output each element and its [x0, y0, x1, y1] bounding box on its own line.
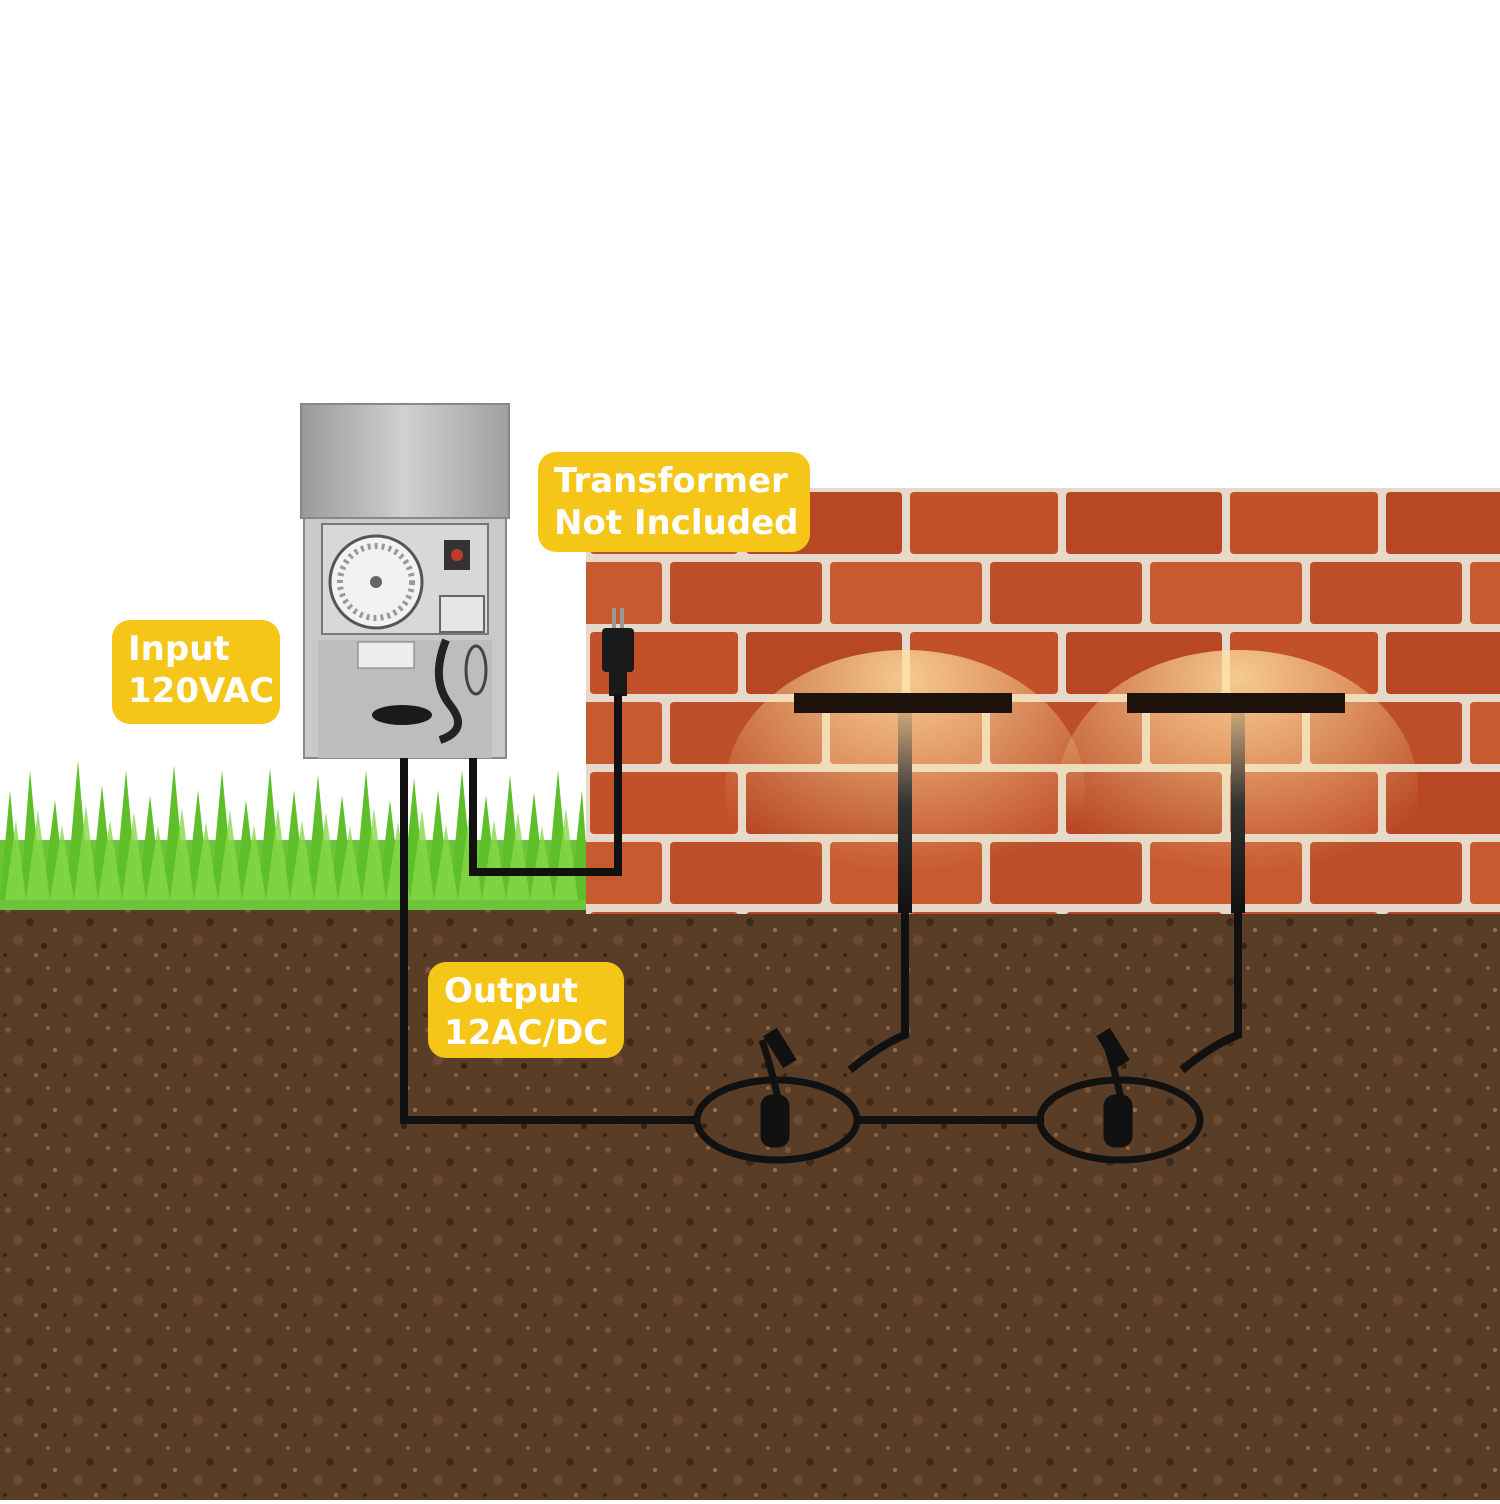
brick-wall	[586, 488, 1500, 930]
soil	[0, 900, 1500, 1500]
wiring	[400, 694, 1242, 1124]
spotlight-fixture-icon	[693, 1027, 861, 1164]
wall-light-bar-icon	[794, 693, 1012, 913]
input-label-line2: 120VAC	[128, 671, 275, 711]
transformer-note-label: Transformer Not Included	[538, 452, 810, 552]
transformer-label-line2: Not Included	[554, 503, 799, 543]
transformer-label-line1: Transformer	[554, 461, 788, 501]
output-label-line1: Output	[444, 971, 579, 1011]
grass	[0, 760, 590, 910]
transformer-box	[300, 403, 510, 759]
input-label-line1: Input	[128, 629, 230, 669]
output-voltage-label: Output 12AC/DC	[428, 962, 624, 1058]
wall-light-bar-icon	[1127, 693, 1345, 913]
output-label-line2: 12AC/DC	[444, 1013, 609, 1053]
input-voltage-label: Input 120VAC	[112, 620, 280, 724]
power-plug-icon	[602, 608, 634, 696]
spotlight-fixture-icon	[1036, 1027, 1204, 1164]
timer-dial-icon	[328, 534, 424, 630]
